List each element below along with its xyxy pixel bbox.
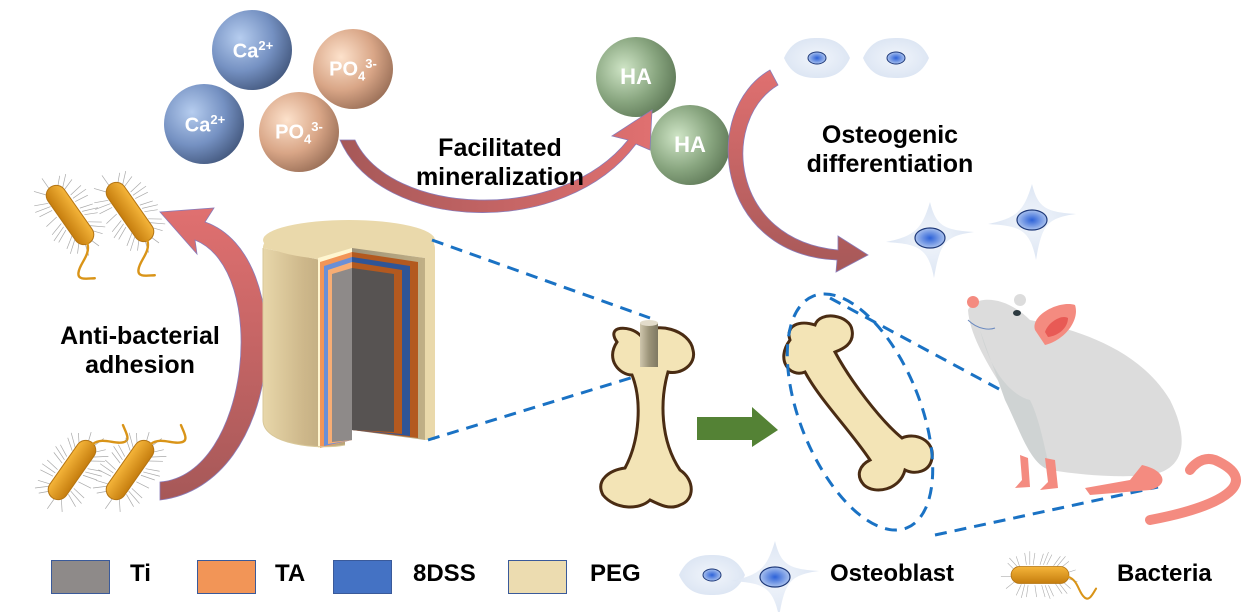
bacterium (79, 398, 192, 525)
legend-swatch-ti (51, 560, 110, 594)
osteoblast-cell (783, 37, 851, 79)
ion-label-ca: Ca2+ (232, 38, 274, 63)
antibacterial-adhesion-label: Anti-bacterial adhesion (60, 322, 220, 379)
legend-swatch-ta (197, 560, 256, 594)
phosphate-ion-top (313, 29, 393, 109)
implant-cylinder (262, 220, 435, 448)
legend-label-peg: PEG (590, 560, 641, 587)
mineralization-arrow (339, 109, 653, 213)
callout-line (934, 485, 1159, 537)
osteogenic-differentiation-label: Osteogenic differentiation (806, 121, 974, 178)
bacterium (19, 160, 132, 287)
bacterium (21, 398, 134, 525)
legend-label-osteoblast: Osteoblast (830, 560, 955, 587)
antibacterial-arrow (159, 207, 267, 501)
osteoblast-icon (678, 554, 746, 596)
differentiated-osteoblast-cell (885, 201, 975, 279)
calcium-ion-top (212, 10, 292, 90)
ha-label: HA (674, 132, 706, 157)
ion-label-po4: PO43- (329, 56, 377, 84)
legend-label-ta: TA (275, 560, 306, 587)
callout-line (427, 370, 651, 442)
legend-label-bacteria: Bacteria (1117, 560, 1212, 587)
femur-with-implant (599, 320, 696, 509)
legend-label-ti: Ti (130, 560, 151, 587)
legend-swatch-peg (508, 560, 567, 594)
mineralization-label: Facilitated mineralization (415, 134, 585, 191)
ha-sphere-top (596, 37, 676, 117)
calcium-ion-bottom (164, 84, 244, 164)
callout-line (431, 238, 651, 320)
progression-arrow (697, 407, 778, 447)
legend-label-8dss: 8DSS (413, 560, 476, 587)
callout-ellipse (785, 292, 935, 532)
phosphate-ion-bottom (259, 92, 339, 172)
bacteria-icon (999, 550, 1098, 600)
legend-swatch-8dss (333, 560, 392, 594)
differentiated-osteoblast-cell (987, 183, 1077, 261)
ha-sphere-bottom (650, 105, 730, 185)
osteogenic-arrow (727, 69, 869, 273)
ion-label-po4: PO43- (275, 119, 323, 147)
ion-label-ca: Ca2+ (184, 112, 226, 137)
ha-label: HA (620, 64, 652, 89)
mouse-illustration (967, 294, 1241, 525)
osteoblast-cell (862, 37, 930, 79)
